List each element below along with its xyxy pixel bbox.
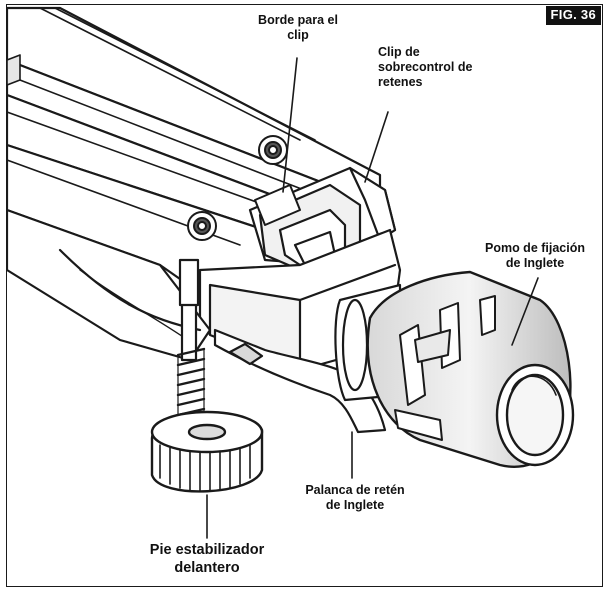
leader-miter-lock-knob bbox=[511, 277, 539, 346]
leader-lines bbox=[206, 57, 539, 539]
label-front-stabilizer-foot: Pie estabilizador delantero bbox=[149, 542, 265, 576]
screw bbox=[187, 211, 217, 241]
clip-edge bbox=[254, 184, 301, 226]
stabilizer-foot-knob bbox=[150, 410, 264, 493]
label-clip-edge: Borde para el clip bbox=[258, 13, 338, 42]
miter-lock-knob bbox=[366, 270, 575, 468]
stabilizer-rod bbox=[178, 258, 200, 362]
screw bbox=[258, 135, 288, 165]
leader-detent-override-clip bbox=[364, 111, 389, 183]
figure-frame bbox=[6, 4, 603, 587]
label-miter-lock-knob: Pomo de fijación de Inglete bbox=[484, 241, 585, 270]
figure-number-badge: FIG. 36 bbox=[545, 6, 601, 25]
label-detent-override-clip: Clip de sobrecontrol de retenes bbox=[378, 45, 473, 89]
detent-lever bbox=[213, 328, 387, 434]
leader-clip-edge bbox=[282, 57, 298, 193]
label-miter-detent-lever: Palanca de retén de Inglete bbox=[305, 483, 405, 512]
